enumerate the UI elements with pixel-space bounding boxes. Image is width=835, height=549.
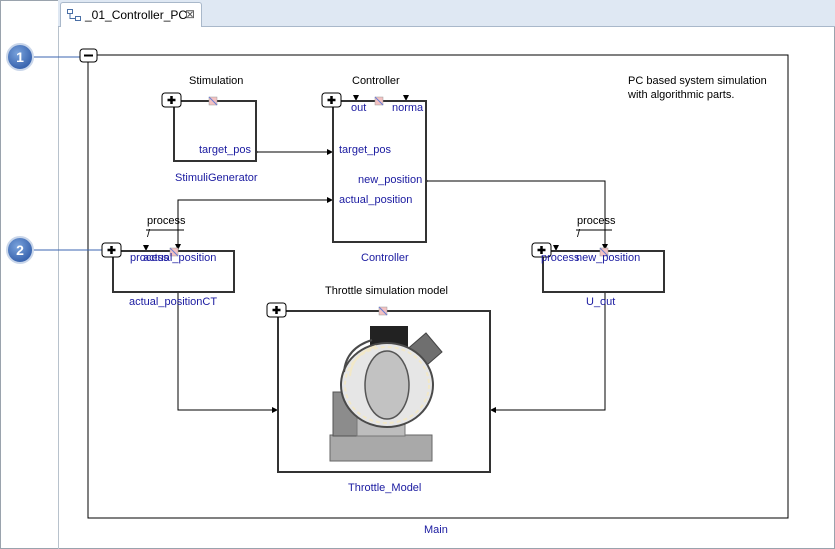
callout-2-badge: 2 <box>6 236 34 264</box>
u-out-param-slash: / <box>577 228 581 240</box>
callout-1-badge: 1 <box>6 43 34 71</box>
stimulation-block[interactable] <box>161 92 257 162</box>
u-out-param: process <box>577 215 616 227</box>
actual-position-ct-port-actual-position[interactable]: actual_position <box>143 252 217 264</box>
diagram-note-line-2: with algorithmic parts. <box>628 89 735 101</box>
controller-block[interactable] <box>321 92 427 243</box>
main-frame <box>87 54 789 519</box>
controller-name[interactable]: Controller <box>361 252 409 264</box>
throttle-name[interactable]: Throttle_Model <box>348 482 422 494</box>
diagram-note-line-1: PC based system simulation <box>628 75 767 87</box>
controller-title: Controller <box>352 75 400 87</box>
controller-port-new-position[interactable]: new_position <box>358 174 423 186</box>
main-diagram-name[interactable]: Main <box>424 524 448 536</box>
actual-position-ct-param: process <box>147 215 186 227</box>
u-out-block[interactable] <box>531 242 665 293</box>
actual-position-ct-block[interactable] <box>101 242 235 293</box>
u-out-port-new-position[interactable]: new_position <box>576 252 641 264</box>
throttle-title: Throttle simulation model <box>325 285 448 297</box>
actual-position-ct-port-process[interactable]: process <box>130 252 169 264</box>
tab-controller-pc[interactable]: _01_Controller_PC ⊠ <box>60 2 202 27</box>
editor-gutter <box>58 0 59 549</box>
diagram-icon <box>67 9 81 21</box>
u-out-name[interactable]: U_out <box>586 296 616 308</box>
controller-port-target-pos[interactable]: target_pos <box>339 144 391 156</box>
controller-port-out[interactable]: out <box>351 102 367 114</box>
connections <box>146 151 612 411</box>
controller-port-actual-position[interactable]: actual_position <box>339 194 413 206</box>
stimulation-title: Stimulation <box>189 75 244 87</box>
controller-port-norma[interactable]: norma <box>392 102 424 114</box>
collapse-main-button[interactable] <box>79 48 98 63</box>
tab-label: _01_Controller_PC <box>85 8 188 22</box>
actual-position-ct-param-slash: / <box>147 228 151 240</box>
close-icon[interactable]: ⊠ <box>185 7 196 21</box>
stimulation-port-target-pos[interactable]: target_pos <box>199 144 251 156</box>
u-out-port-process[interactable]: process <box>541 252 580 264</box>
actual-position-ct-name[interactable]: actual_positionCT <box>129 296 218 308</box>
stimulation-name[interactable]: StimuliGenerator <box>175 172 258 184</box>
throttle-image <box>329 326 443 462</box>
